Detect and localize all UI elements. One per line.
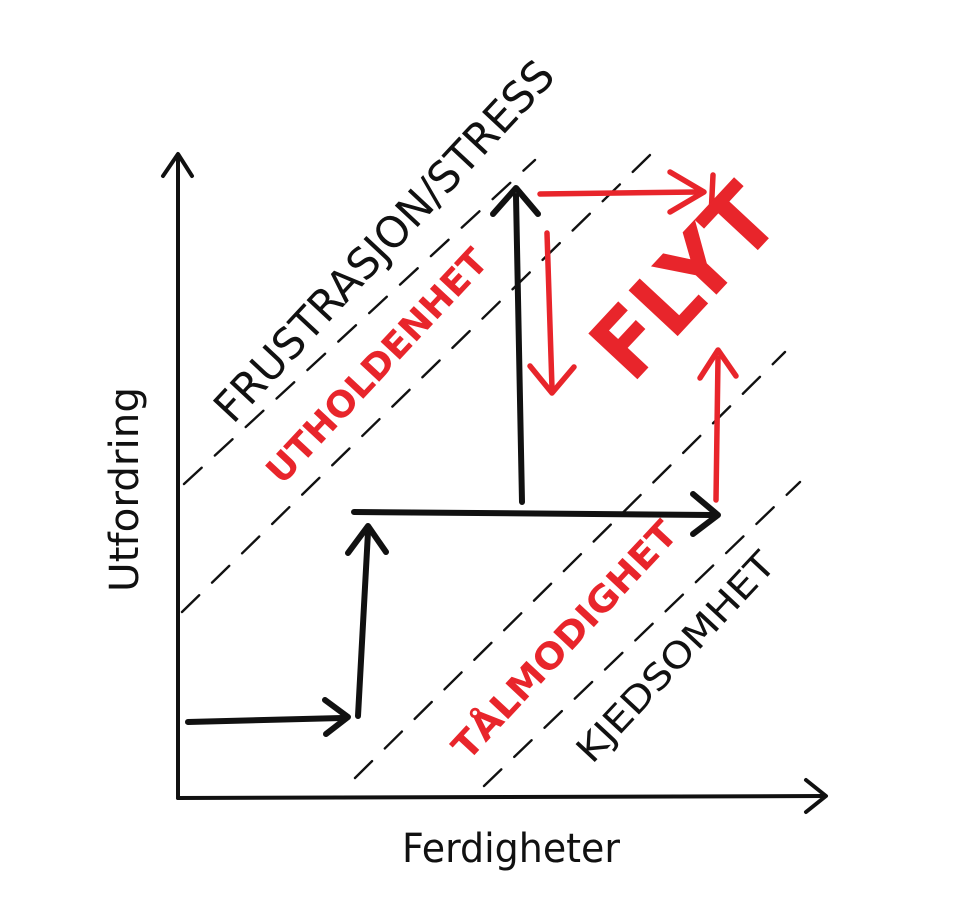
boundary-line-4 [482, 480, 802, 788]
zone-boundaries [180, 153, 802, 788]
y-axis-label: Utfordring [102, 387, 148, 592]
flow-arrows [527, 169, 739, 503]
y-axis-arrowhead [161, 152, 194, 178]
flow-arrow-up [713, 355, 721, 503]
step-arrow-2-head [345, 523, 389, 556]
step-arrow-2 [355, 529, 371, 719]
flow-arrow-right-head [667, 169, 707, 215]
x-axis [176, 794, 826, 800]
step-arrow-1-head [322, 697, 351, 737]
step-arrow-3-head [690, 491, 721, 537]
boundary-line-3 [353, 350, 787, 780]
label-patience: TÅLMODIGHET [444, 512, 686, 768]
flow-arrow-down [544, 230, 555, 391]
flow-arrow-up-head [697, 347, 739, 381]
axes [161, 152, 828, 814]
boundary-line-1 [182, 158, 537, 486]
x-axis-arrowhead [804, 778, 828, 814]
flow-arrow-right [537, 189, 701, 197]
x-axis-label: Ferdigheter [402, 826, 621, 872]
step-arrow-4-head [490, 185, 541, 217]
step-arrow-3 [351, 509, 715, 518]
step-arrow-4 [513, 193, 525, 505]
step-arrow-1 [185, 715, 345, 725]
flow-arrow-down-head [527, 363, 577, 396]
boundary-line-2 [180, 153, 652, 614]
progress-staircase [185, 185, 721, 737]
flow-arrow-right-tick [708, 172, 716, 219]
